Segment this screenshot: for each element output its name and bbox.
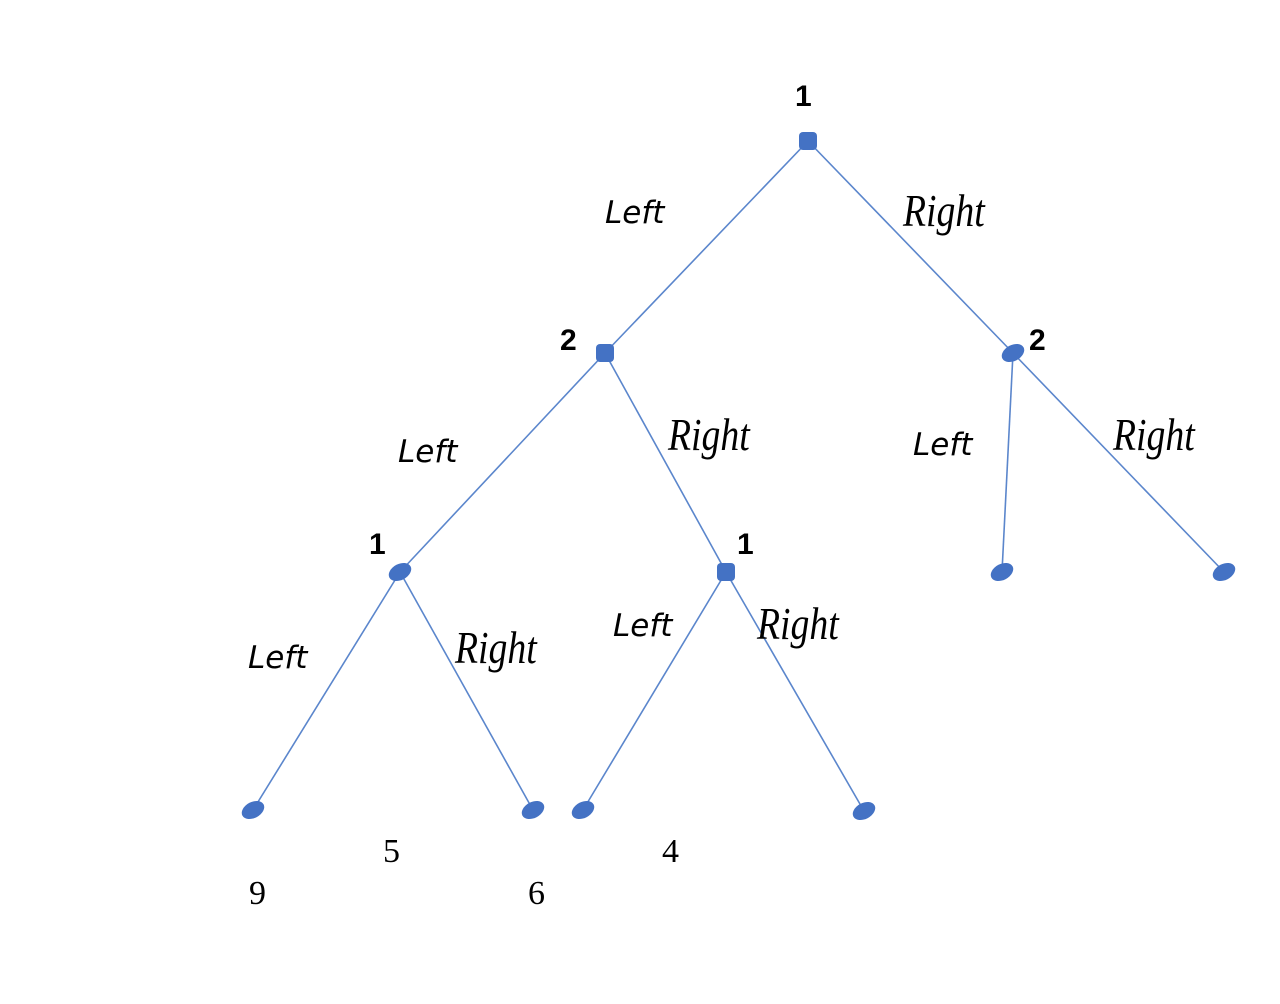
tree-node-marker[interactable] bbox=[850, 798, 879, 823]
edge-label-left: Left bbox=[248, 640, 308, 676]
edge-label-right: Right bbox=[455, 622, 537, 673]
tree-edge bbox=[399, 571, 534, 811]
tree-edge bbox=[252, 571, 401, 811]
leaf-value-label: 9 bbox=[249, 875, 266, 912]
edge-label-left: Left bbox=[398, 434, 458, 470]
edge-label-right: Right bbox=[757, 598, 839, 649]
edge-label-right: Right bbox=[668, 409, 750, 460]
tree-edge bbox=[1001, 352, 1014, 573]
tree-node-marker[interactable] bbox=[386, 559, 415, 584]
node-value-label: 2 bbox=[1029, 324, 1046, 357]
node-value-label: 2 bbox=[560, 324, 577, 357]
tree-edge bbox=[604, 352, 727, 573]
tree-node-marker[interactable] bbox=[569, 797, 598, 822]
node-value-label: 1 bbox=[369, 528, 386, 561]
node-value-label: 1 bbox=[795, 80, 812, 113]
leaf-value-label: 5 bbox=[383, 833, 400, 870]
tree-edge bbox=[1012, 352, 1225, 573]
edge-label-right: Right bbox=[1113, 409, 1195, 460]
tree-edge bbox=[582, 571, 727, 811]
tree-edge bbox=[725, 571, 865, 812]
leaf-value-label: 4 bbox=[662, 833, 679, 870]
edge-label-right: Right bbox=[903, 185, 985, 236]
node-value-label: 1 bbox=[737, 528, 754, 561]
tree-node-marker[interactable] bbox=[988, 559, 1017, 584]
tree-node-marker[interactable] bbox=[239, 797, 268, 822]
nodes-layer bbox=[239, 132, 1239, 823]
tree-node-marker[interactable] bbox=[717, 563, 735, 581]
edge-label-left: Left bbox=[613, 608, 673, 644]
tree-node-marker[interactable] bbox=[799, 132, 817, 150]
edge-label-left: Left bbox=[913, 427, 973, 463]
tree-node-marker[interactable] bbox=[1210, 559, 1239, 584]
leaf-value-label: 6 bbox=[528, 875, 545, 912]
tree-edge bbox=[807, 140, 1014, 354]
tree-node-marker[interactable] bbox=[596, 344, 614, 362]
edges-layer bbox=[252, 140, 1225, 812]
tree-edge bbox=[399, 352, 606, 573]
tree-edge bbox=[604, 140, 809, 354]
tree-node-marker[interactable] bbox=[519, 797, 548, 822]
edge-label-left: Left bbox=[605, 195, 665, 231]
tree-node-marker[interactable] bbox=[999, 340, 1028, 365]
